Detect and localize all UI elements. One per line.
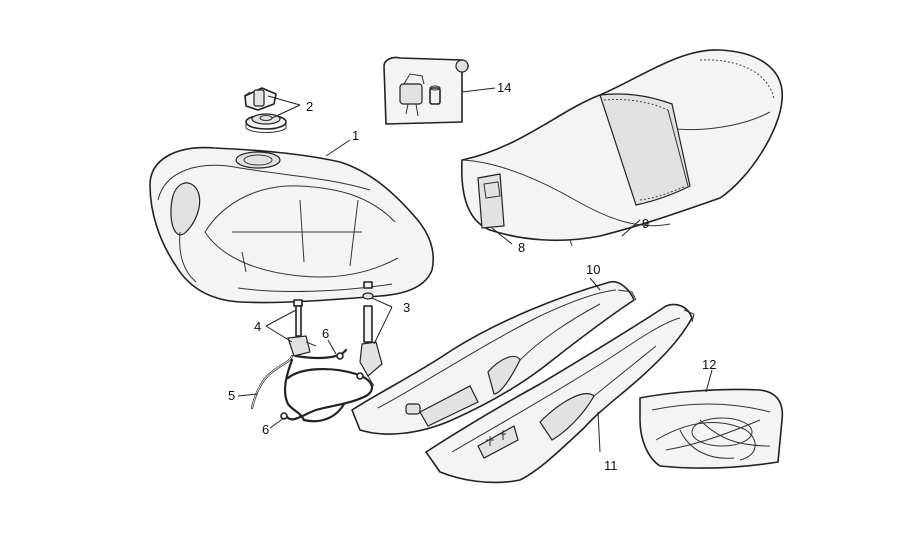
lock-kit <box>383 56 469 125</box>
dual-seat <box>460 49 783 247</box>
callout-1: 1 <box>352 128 359 143</box>
inner-panel <box>639 388 784 469</box>
callout-9: 9 <box>642 216 649 231</box>
callout-5: 5 <box>228 388 235 403</box>
fuel-tap-right <box>359 281 383 387</box>
callout-11: 11 <box>604 458 618 473</box>
callout-3: 3 <box>403 300 410 315</box>
fuel-tap-left <box>287 299 317 357</box>
callout-12: 12 <box>702 357 716 372</box>
callout-8: 8 <box>518 240 525 255</box>
side-panel-left <box>351 280 637 435</box>
callout-10: 10 <box>586 262 600 277</box>
side-panel-right <box>425 303 695 484</box>
callout-6-upper: 6 <box>322 326 329 341</box>
fuel-tank <box>149 146 434 304</box>
leader-lines <box>237 87 713 453</box>
callout-2: 2 <box>306 99 313 114</box>
callout-14: 14 <box>497 80 511 95</box>
hose-clamps <box>280 352 364 420</box>
fuel-cap-assembly <box>243 87 287 133</box>
callout-6-lower: 6 <box>262 422 269 437</box>
callout-4: 4 <box>254 319 261 334</box>
callout-labels: 1 2 3 4 5 6 6 8 9 10 11 12 14 <box>228 80 716 473</box>
